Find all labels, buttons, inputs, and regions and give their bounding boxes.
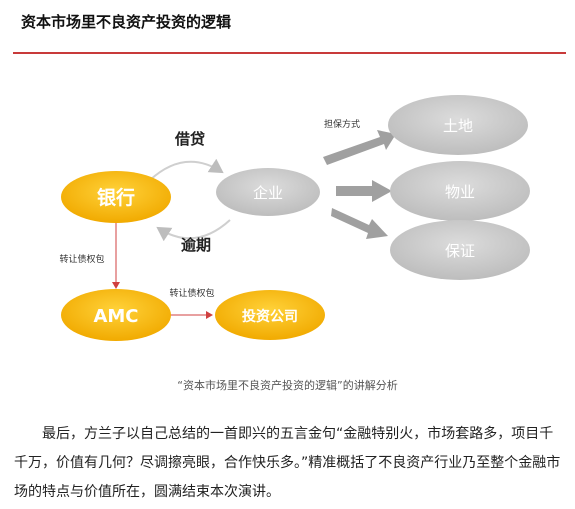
investment-node [215, 290, 325, 340]
bank-label: 银行 [97, 186, 135, 209]
property-label: 物业 [445, 183, 475, 201]
page-title: 资本市场里不良资产投资的逻辑 [21, 13, 232, 31]
bank-node [61, 171, 171, 223]
overdue-label: 逾期 [181, 236, 211, 254]
transfer-label-1: 转让债权包 [59, 253, 104, 265]
transfer-label-2: 转让债权包 [169, 287, 214, 299]
guarantee-label: 保证 [445, 242, 475, 260]
enterprise-node [216, 168, 320, 216]
land-node [388, 95, 528, 155]
borrow-label: 借贷 [174, 130, 205, 148]
closing-paragraph: 最后，方兰子以自己总结的一首即兴的五言金句“金融特别火，市场套路多，项目千千万，… [14, 426, 561, 500]
overdue-arrow [156, 219, 231, 242]
collateral-label: 担保方式 [324, 118, 360, 130]
amc-label: AMC [93, 306, 138, 327]
npl-logic-diagram: 银行 企业 AMC 投资公司 土地 物业 保证 借贷 逾期 担保方式 转让债权包… [59, 95, 530, 341]
land-label: 土地 [443, 117, 473, 135]
borrow-arrow [149, 158, 224, 181]
amc-node [61, 289, 171, 341]
property-node [390, 161, 530, 221]
arrow-to-property [336, 180, 392, 202]
enterprise-label: 企业 [253, 184, 283, 202]
figure-caption: “资本市场里不良资产投资的逻辑”的讲解分析 [177, 379, 398, 392]
guarantee-node [390, 220, 530, 280]
arrow-to-land [323, 130, 396, 165]
title-divider [13, 52, 566, 54]
arrow-to-guarantee [331, 208, 388, 239]
investment-label: 投资公司 [242, 308, 298, 325]
